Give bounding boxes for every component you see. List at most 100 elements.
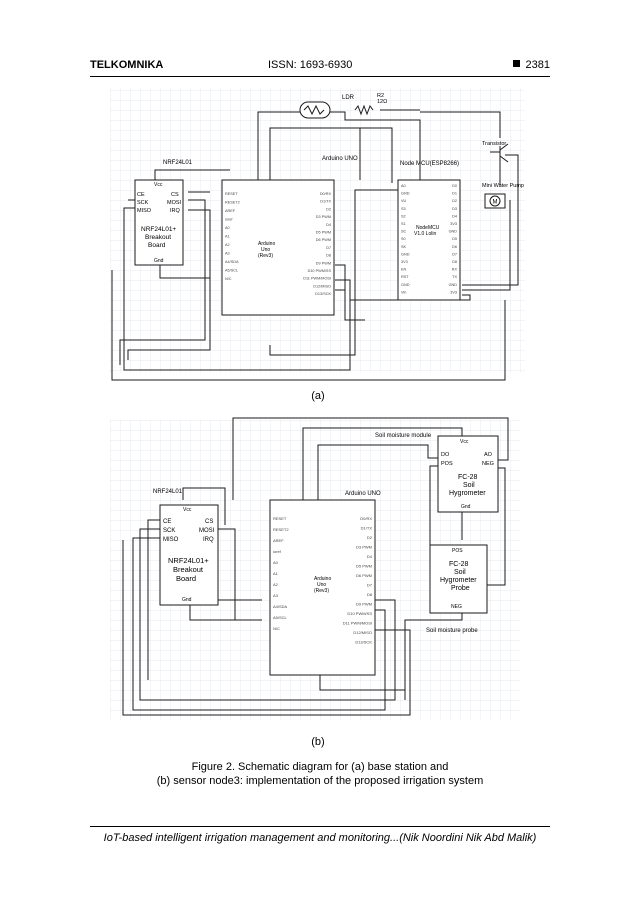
nodemcu-left-pin-11: EN — [401, 268, 407, 272]
nodemcu-left-pin-4: S2 — [401, 214, 406, 218]
nodemcu-left-pin-10: 3V3 — [401, 260, 408, 264]
arduino-a-right-pin-1: D1/TX — [320, 200, 331, 204]
figure-caption: Figure 2. Schematic diagram for (a) base… — [90, 760, 550, 788]
arduino-b-body-1: Arduino — [314, 576, 331, 582]
page-number: 2381 — [525, 59, 550, 71]
arduino-a-right-pin-12: D12/MISO — [313, 284, 331, 288]
nodemcu-left-pin-1: GND — [401, 192, 410, 196]
probe-neg: NEG — [451, 604, 462, 610]
journal-name: TELKOMNIKA — [90, 59, 164, 71]
nrf-pin-sck: SCK — [137, 200, 149, 206]
running-header: TELKOMNIKA ISSN: 1693-6930 2381 — [90, 59, 550, 75]
soil-name-2: Soil — [463, 482, 475, 489]
nrf-b-pin-mosi: MOSI — [199, 528, 215, 534]
nrf-pin-irq: IRQ — [170, 208, 181, 214]
transistor-label: Transistor — [482, 141, 506, 147]
arduino-b-left-pin-10: N/C — [273, 626, 280, 631]
arduino-b-left-pin-1: RESET2 — [273, 527, 289, 532]
nrf-b-pin-sck: SCK — [163, 528, 175, 534]
nodemcu-left-pin-7: S0 — [401, 237, 406, 241]
arduino-a-left-pin-10: N/C — [225, 277, 232, 281]
nodemcu-right-pin-9: D7 — [452, 252, 457, 256]
nrf-b-name-2: Breakout — [173, 565, 204, 574]
arduino-b-left-pin-7: A3 — [273, 593, 279, 598]
probe-name-2: Soil — [454, 569, 466, 576]
arduino-b-left-pin-3: ioref — [273, 549, 282, 554]
caption-line-2: (b) sensor node3: implementation of the … — [156, 775, 484, 787]
arduino-b-left-pin-6: A2 — [273, 582, 279, 587]
grid-b — [110, 420, 520, 720]
arduino-body-1: Arduino — [258, 241, 275, 247]
nodemcu-right-pin-7: D5 — [452, 237, 457, 241]
arduino-b-body-2: Uno — [317, 582, 326, 588]
nrf-b-pin-miso: MISO — [163, 537, 179, 543]
arduino-a-right-pin-2: D2 — [326, 207, 331, 211]
arduino-a-left-pin-2: AREF — [225, 209, 236, 213]
arduino-b-left-pin-5: A1 — [273, 571, 279, 576]
wires-b — [122, 417, 509, 716]
arduino-title-a: Arduino UNO — [322, 156, 358, 162]
arduino-a-left-pin-6: A2 — [225, 243, 230, 247]
page-number-block: 2381 — [512, 59, 550, 71]
nodemcu-right-pin-14: 3V3 — [450, 290, 457, 294]
running-footer: IoT-based intelligent irrigation managem… — [103, 832, 537, 844]
nodemcu-right-pin-11: RX — [452, 268, 458, 272]
arduino-a-right-pin-4: D4 — [326, 223, 331, 227]
pump-box — [484, 193, 506, 209]
soil-pin-pos: POS — [441, 461, 453, 467]
nrf-b-pin-irq: IRQ — [203, 537, 214, 543]
resistor-r2 — [354, 104, 374, 116]
nodemcu-right-pin-4: D4 — [452, 214, 457, 218]
arduino-b-right-pin-12: D12/MISO — [353, 630, 372, 635]
soil-name-1: FC-28 — [458, 474, 478, 481]
arduino-b-left-pin-2: AREF — [273, 538, 284, 543]
nrf-title-a: NRF24L01 — [163, 160, 193, 166]
soil-pin-do: DO — [441, 452, 450, 458]
nodemcu-right-pin-12: TX — [452, 275, 457, 279]
nodemcu-left-pin-13: GND — [401, 283, 410, 287]
probe-name-3: Hygrometer — [440, 577, 477, 584]
arduino-b-right-pin-11: D11 PWM/MOSI — [343, 621, 372, 626]
arduino-a-left-pin-7: A3 — [225, 252, 230, 256]
motor-symbol: M — [493, 200, 498, 206]
arduino-b-right-pin-0: D0/RX — [360, 516, 372, 521]
issn: ISSN: 1693-6930 — [268, 59, 353, 71]
nodemcu-left-pin-5: S1 — [401, 222, 406, 226]
soil-module-box — [437, 435, 499, 513]
soil-gnd: Gnd — [461, 504, 471, 510]
arduino-a-right-pin-3: D3 PWM — [316, 215, 331, 219]
caption-line-1: Figure 2. Schematic diagram for (a) base… — [191, 761, 449, 773]
nrf-vcc-a: Vcc — [154, 182, 163, 188]
nodemcu-left-pin-9: GND — [401, 252, 410, 256]
nrf-b-pin-cs: CS — [205, 519, 213, 525]
arduino-b-right-pin-3: D3 PWM — [356, 545, 372, 550]
nrf-b-name-1: NRF24L01+ — [168, 556, 209, 565]
probe-name-1: FC-28 — [449, 561, 469, 568]
transistor-symbol — [490, 143, 509, 163]
nodemcu-left-pin-3: S3 — [401, 207, 406, 211]
nodemcu-right-pin-6: GND — [449, 230, 458, 234]
arduino-b-right-pin-2: D2 — [367, 535, 373, 540]
arduino-body-2: Uno — [261, 247, 270, 253]
arduino-b-right-pin-9: D9 PWM — [356, 602, 372, 607]
nrf-module-b — [159, 504, 219, 606]
nodemcu-board — [397, 179, 461, 301]
arduino-a-right-pin-6: D6 PWM — [316, 238, 331, 242]
arduino-a-left-pin-8: A4/SDA — [225, 260, 239, 264]
square-bullet-icon — [512, 60, 520, 67]
arduino-b-right-pin-8: D8 — [367, 592, 373, 597]
nodemcu-right-pin-13: GND — [449, 283, 458, 287]
nrf-vcc-b: Vcc — [183, 507, 192, 513]
probe-pos: POS — [452, 548, 463, 554]
header-rule — [90, 76, 550, 77]
arduino-b-body-3: (Rev3) — [314, 588, 329, 594]
footer-rule — [90, 826, 550, 827]
nodemcu-left-pin-6: SC — [401, 230, 407, 234]
arduino-b-right-pin-1: D1/TX — [361, 526, 373, 531]
arduino-body-3: (Rev3) — [258, 253, 273, 259]
nrf-b-pin-ce: CE — [163, 519, 171, 525]
nodemcu-right-pin-2: D2 — [452, 199, 457, 203]
nodemcu-title: Node MCU(ESP8266) — [400, 161, 459, 167]
soil-module-title: Soil moisture module — [375, 433, 432, 439]
nrf-b-name-3: Board — [176, 574, 196, 583]
